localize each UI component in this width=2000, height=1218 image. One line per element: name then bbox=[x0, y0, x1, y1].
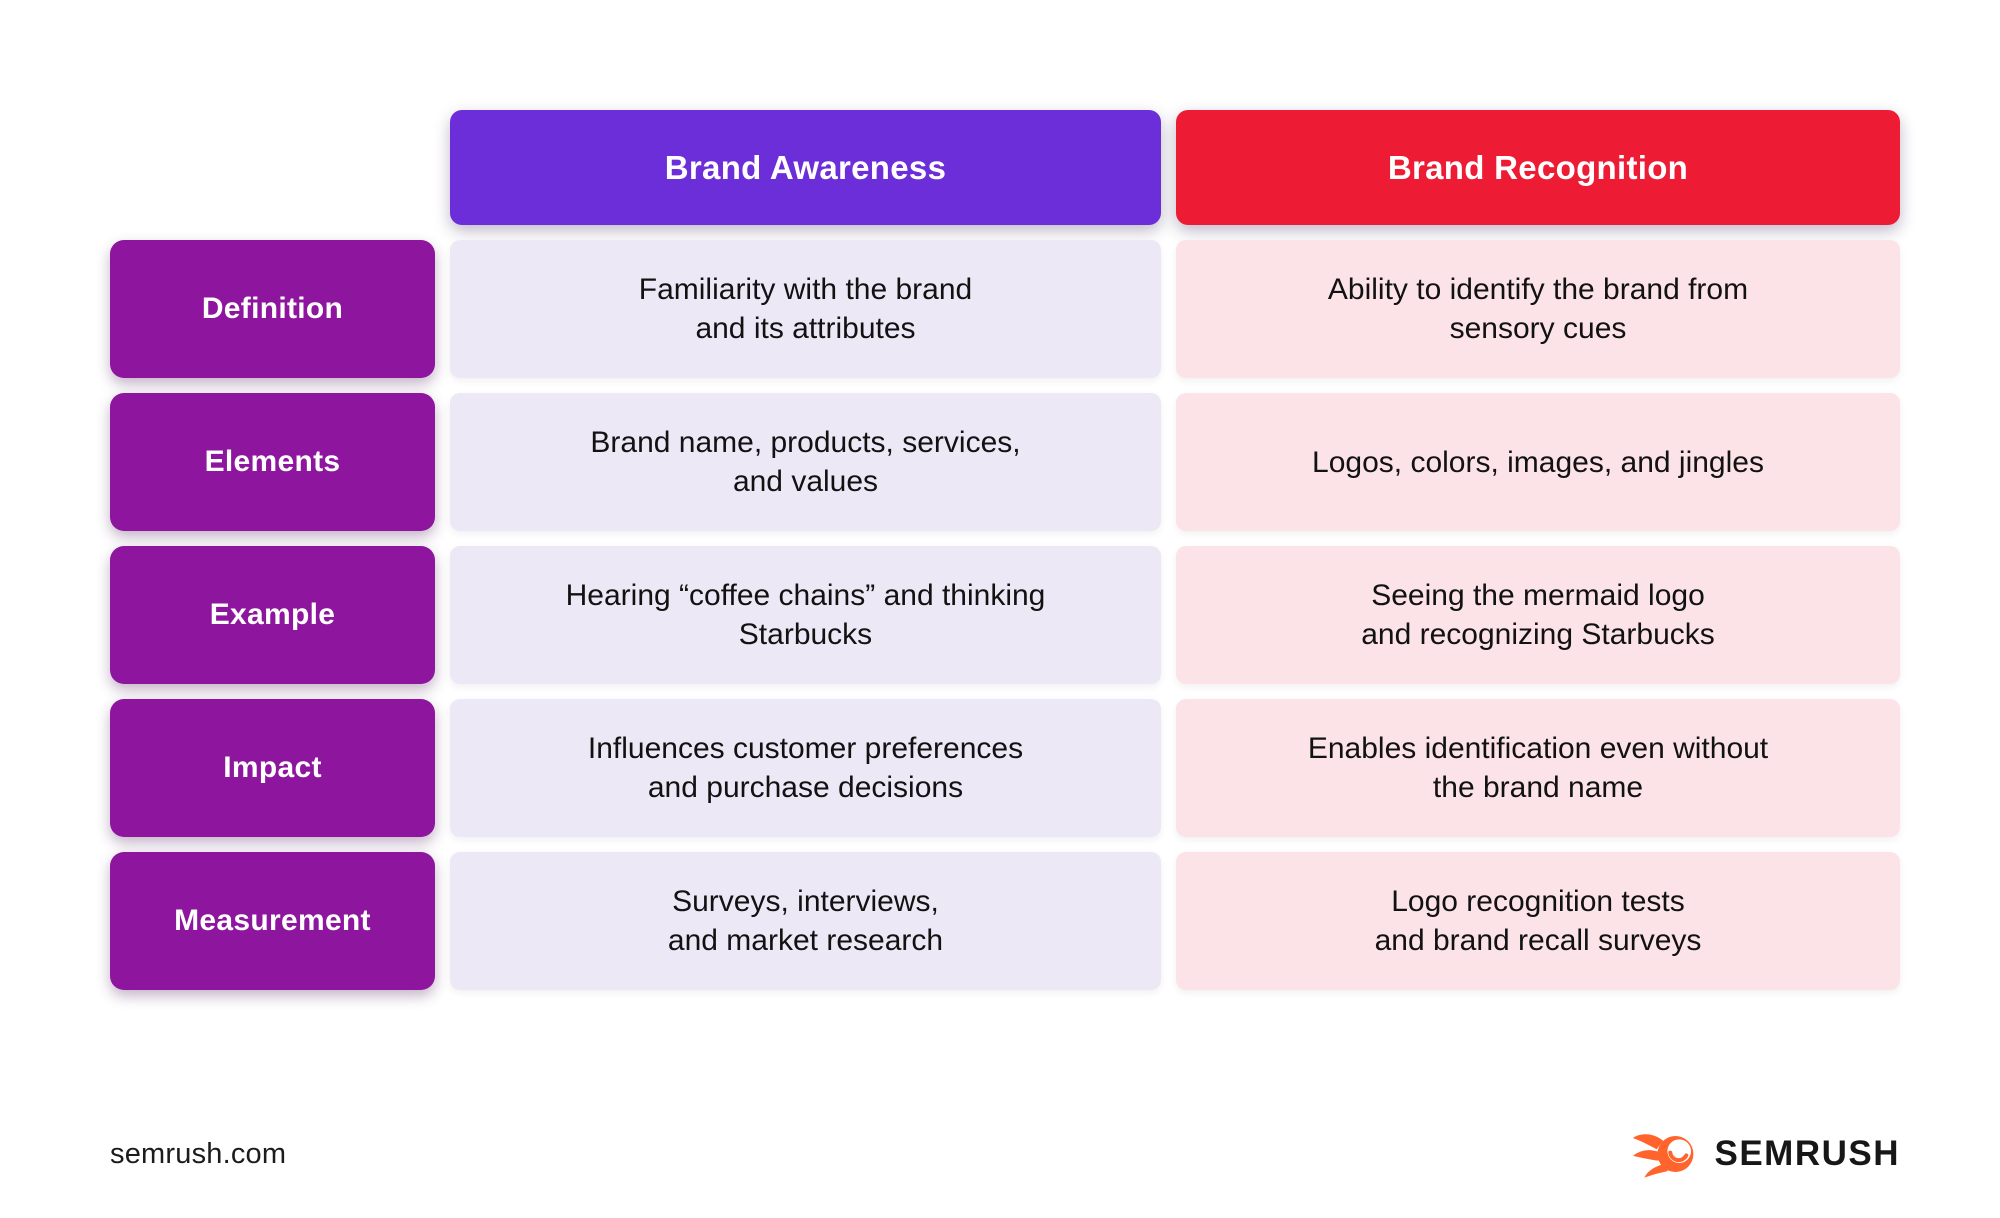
cell-example-recognition: Seeing the mermaid logo and recognizing … bbox=[1176, 546, 1900, 684]
row-header-impact: Impact bbox=[110, 699, 435, 837]
footer: semrush.com SEMRUSH bbox=[110, 1122, 1900, 1186]
semrush-flame-icon bbox=[1633, 1134, 1694, 1178]
cell-measurement-awareness: Surveys, interviews, and market research bbox=[450, 852, 1161, 990]
cell-elements-recognition: Logos, colors, images, and jingles bbox=[1176, 393, 1900, 531]
row-header-example: Example bbox=[110, 546, 435, 684]
website-url-text: semrush.com bbox=[110, 1137, 287, 1170]
cell-definition-recognition: Ability to identify the brand from senso… bbox=[1176, 240, 1900, 378]
row-header-measurement: Measurement bbox=[110, 852, 435, 990]
table-corner-blank bbox=[110, 110, 435, 225]
cell-impact-awareness: Influences customer preferences and purc… bbox=[450, 699, 1161, 837]
cell-example-awareness: Hearing “coffee chains” and thinking Sta… bbox=[450, 546, 1161, 684]
semrush-logo: SEMRUSH bbox=[1632, 1129, 1900, 1179]
row-header-elements: Elements bbox=[110, 393, 435, 531]
cell-impact-recognition: Enables identification even without the … bbox=[1176, 699, 1900, 837]
column-header-brand-recognition: Brand Recognition bbox=[1176, 110, 1900, 225]
comparison-table: Brand Awareness Brand Recognition Defini… bbox=[110, 110, 1900, 990]
cell-measurement-recognition: Logo recognition tests and brand recall … bbox=[1176, 852, 1900, 990]
cell-elements-awareness: Brand name, products, services, and valu… bbox=[450, 393, 1161, 531]
row-header-definition: Definition bbox=[110, 240, 435, 378]
semrush-wordmark: SEMRUSH bbox=[1714, 1134, 1900, 1173]
cell-definition-awareness: Familiarity with the brand and its attri… bbox=[450, 240, 1161, 378]
column-header-brand-awareness: Brand Awareness bbox=[450, 110, 1161, 225]
